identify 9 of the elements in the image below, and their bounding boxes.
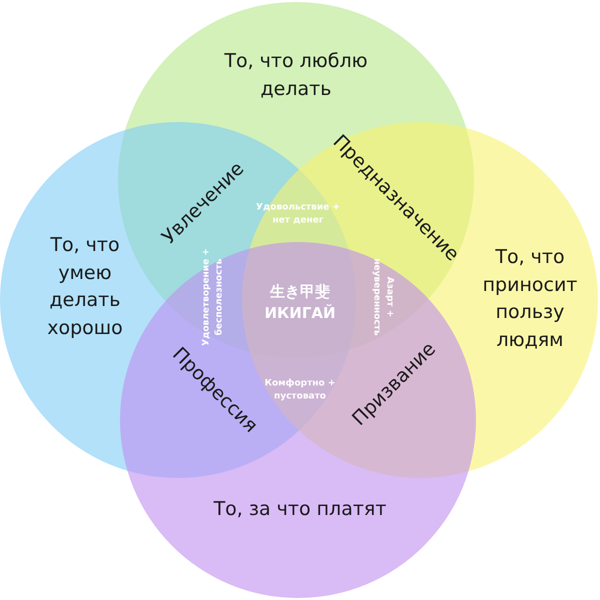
circle-label: То, что приносит пользу людям [482, 245, 578, 353]
center-title: ИКИГАЙ [264, 304, 336, 322]
overlap-note: Азарт + неуверенность [372, 258, 395, 338]
circle-label: То, за что платят [212, 497, 388, 522]
center-title: 生き甲斐 [270, 282, 330, 302]
overlap-note: Комфортно + пустовато [264, 377, 336, 403]
circle-label: То, что люблю делать [223, 49, 369, 102]
circle-label: То, что умею делать хорошо [46, 233, 124, 341]
overlap-note: Удовлетворение + бесполезность [200, 247, 225, 346]
